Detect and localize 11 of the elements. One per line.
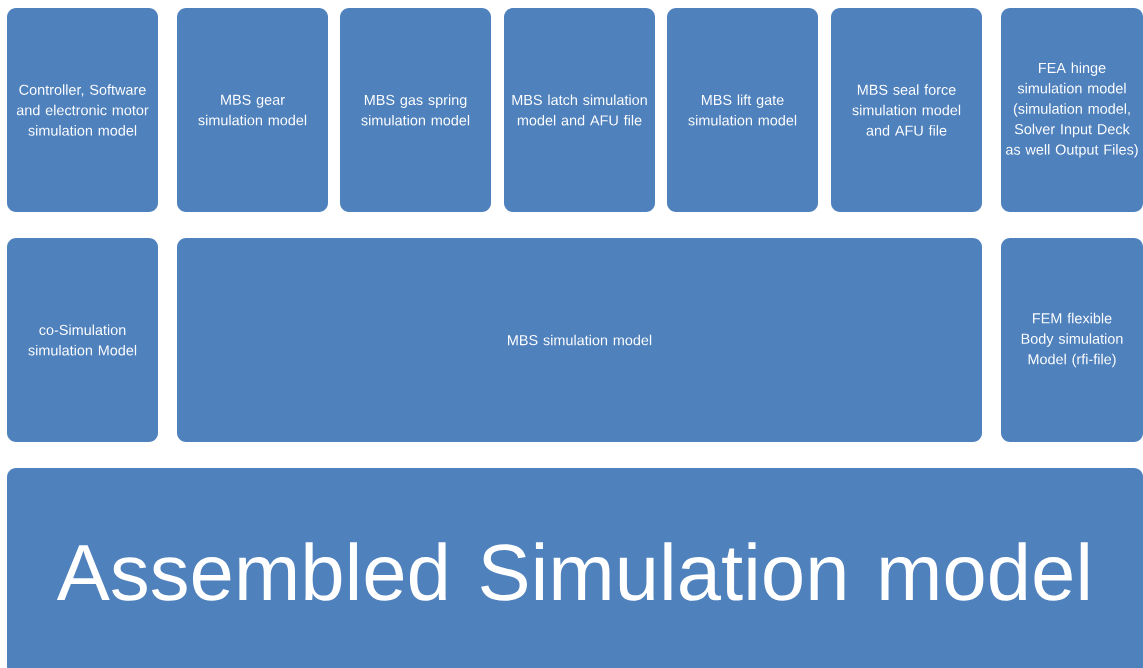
model-box: MBS simulation model [177,238,982,442]
model-box: MBS lift gate simulation model [667,8,818,212]
model-box: MBS gas spring simulation model [340,8,491,212]
model-box: MBS seal force simulation model and AFU file [831,8,982,212]
model-box: FEM flexible Body simulation Model (rfi-file) [1001,238,1143,442]
model-box: co-Simulation simulation Model [7,238,158,442]
model-box: MBS gear simulation model [177,8,328,212]
model-box: FEA hinge simulation model (simulation model, Solver Input Deck as well Output Files) [1001,8,1143,212]
title-box: Assembled Simulation model [7,468,1143,668]
model-box: Controller, Software and electronic motor simulation model [7,8,158,212]
model-box: MBS latch simulation model and AFU file [504,8,655,212]
